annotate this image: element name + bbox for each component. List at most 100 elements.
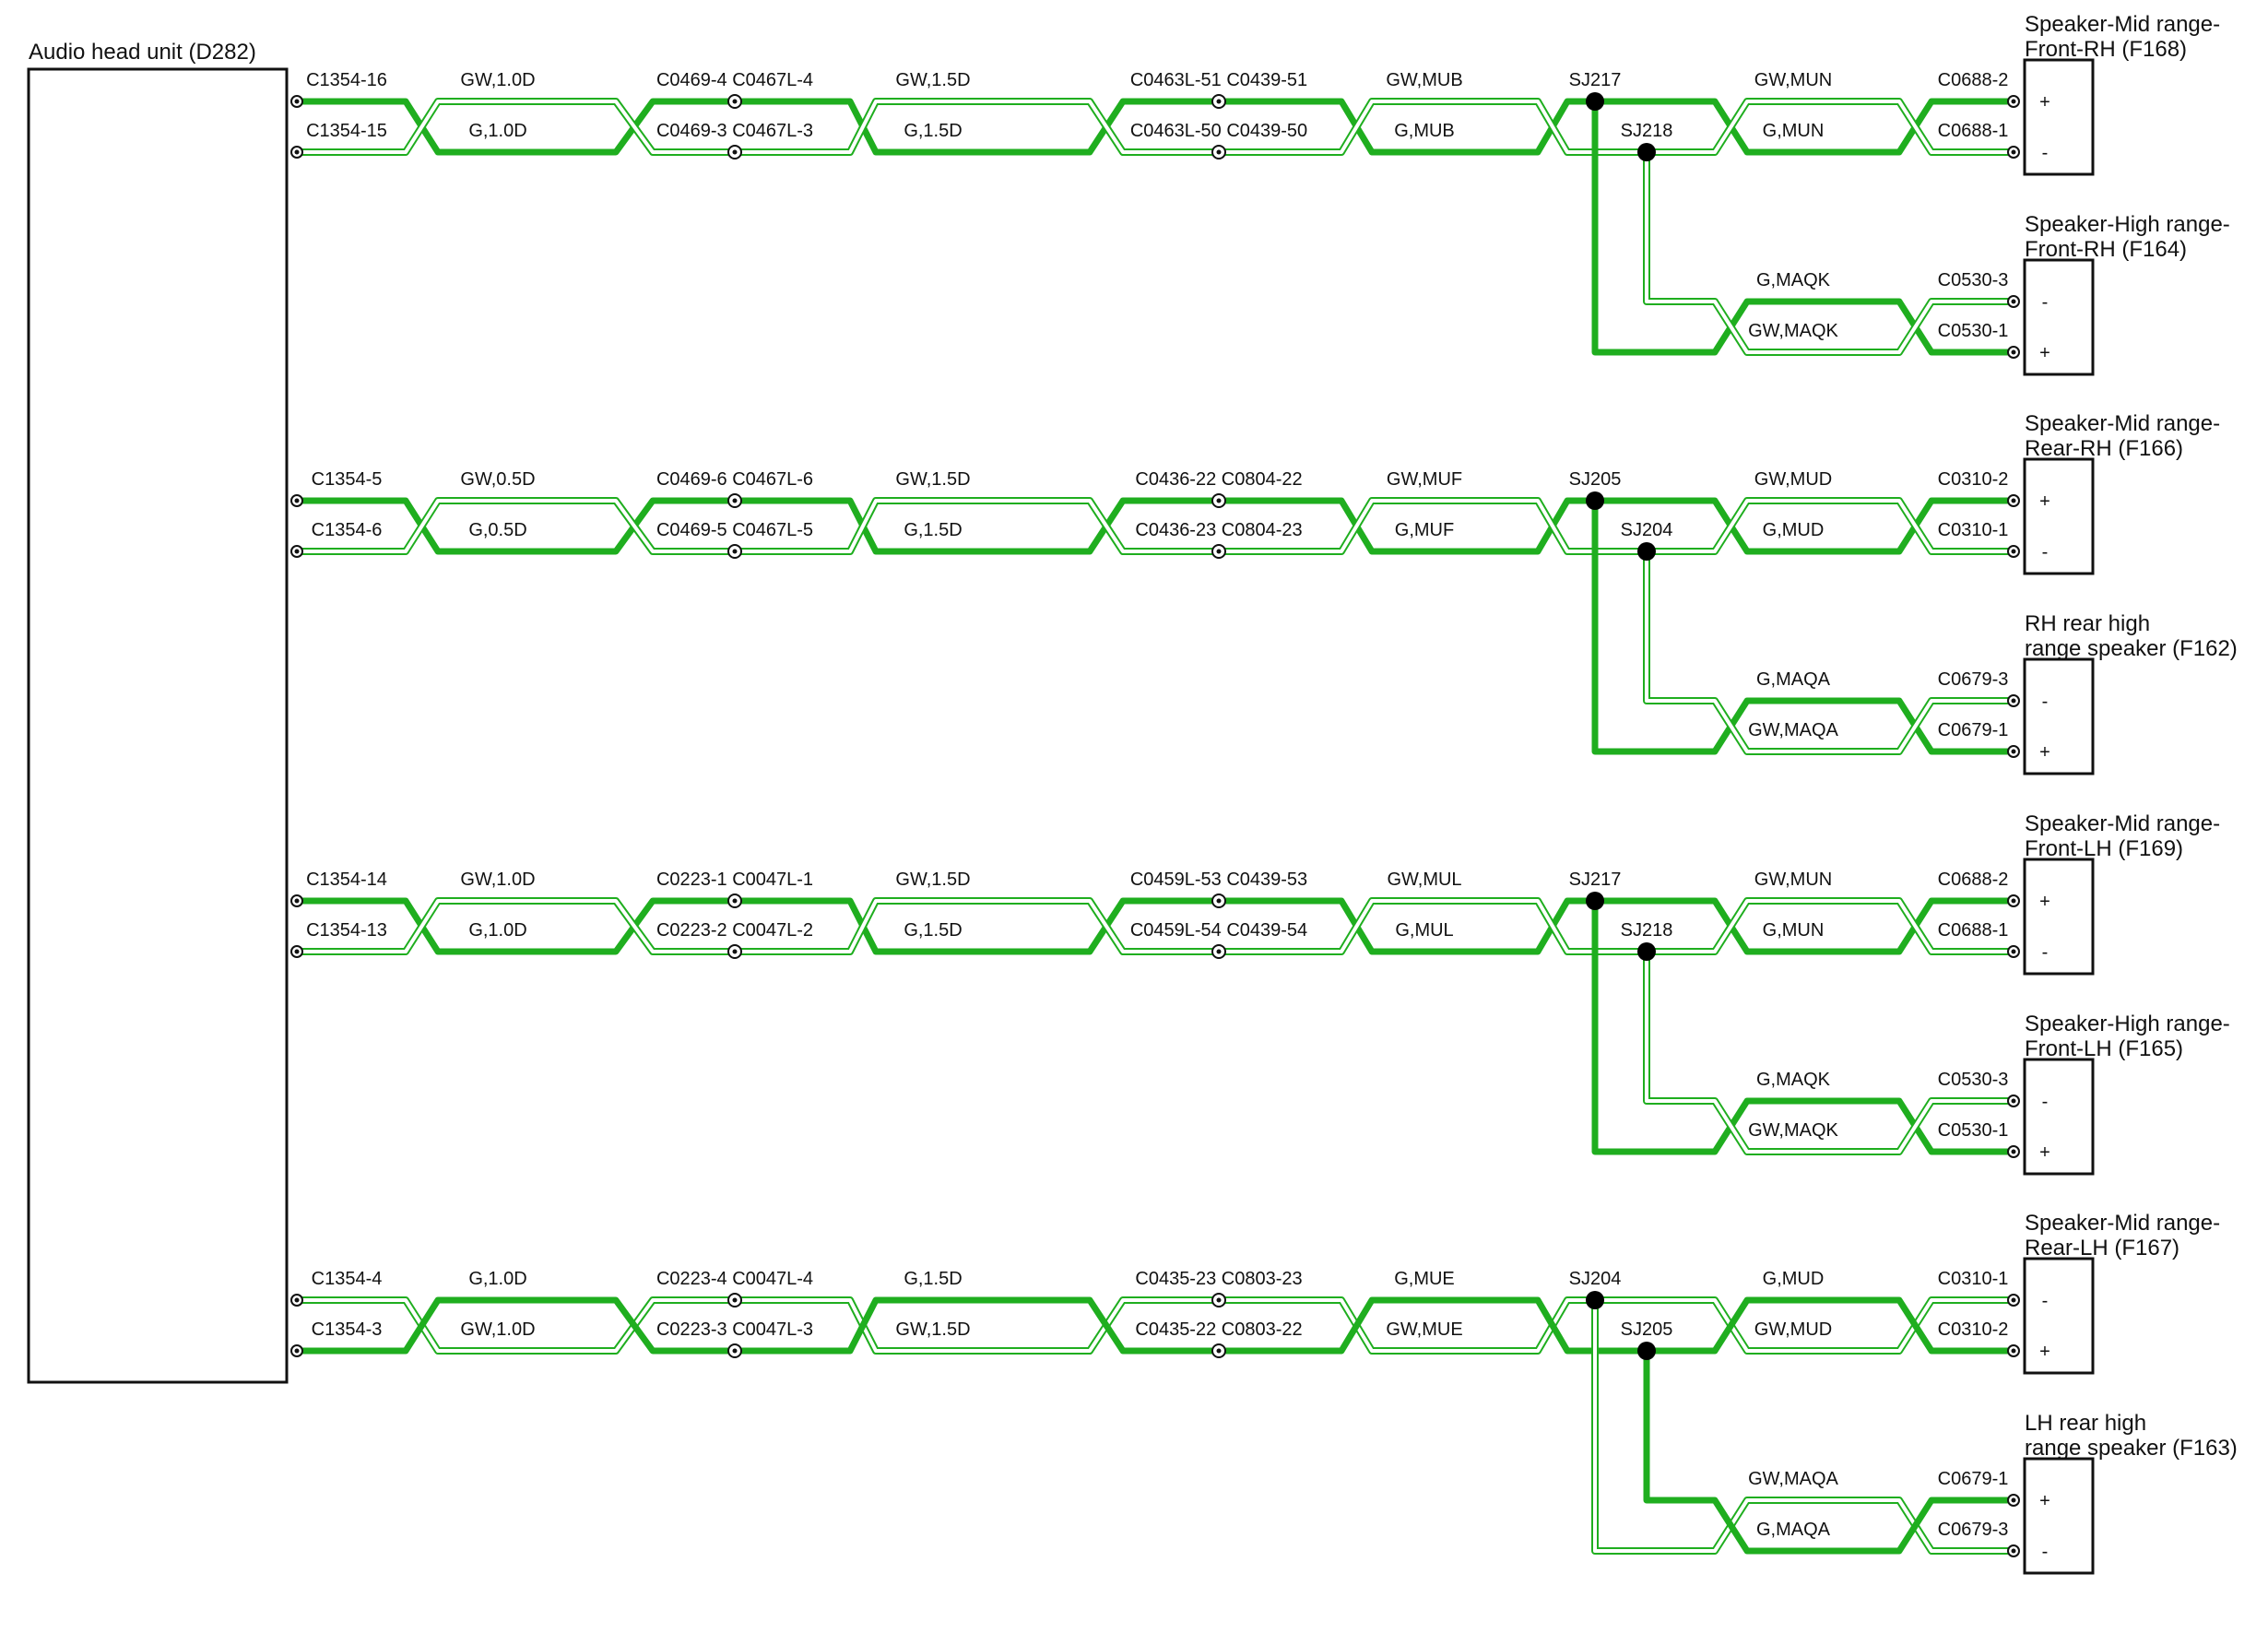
wire-label-bottom: GW,1.5D — [895, 1319, 970, 1340]
splice-point-icon — [1586, 892, 1604, 910]
inline-connector-dot-icon — [1216, 549, 1222, 554]
mid-connector-label: C0688-1 — [1938, 121, 2009, 141]
speaker-terminal-dot-icon — [2011, 149, 2016, 155]
speaker-mid-title: Speaker-Mid range- — [2025, 411, 2220, 436]
mid-connector-label: C0688-2 — [1938, 870, 2009, 890]
speaker-high-box — [2023, 657, 2095, 775]
speaker-terminal-dot-icon — [2011, 99, 2016, 104]
wire-label-top: G,MUE — [1394, 1269, 1455, 1289]
splice-label: SJ218 — [1621, 920, 1673, 941]
main-wire-b — [297, 897, 2014, 955]
wire-label-bottom: C1354-13 — [306, 920, 387, 941]
wire-label-bottom: C1354-15 — [306, 121, 387, 141]
branch-wire-1 — [1591, 1300, 2014, 1555]
mid-polarity-sign: - — [2042, 942, 2049, 963]
speaker-high-title: range speaker (F163) — [2025, 1436, 2238, 1461]
high-connector-label: C0679-1 — [1938, 720, 2009, 740]
speaker-terminal-dot-icon — [2011, 698, 2016, 704]
speaker-mid-title: Speaker-Mid range- — [2025, 1211, 2220, 1236]
wire-label-bottom: GW,MUE — [1386, 1319, 1462, 1340]
inline-connector-dot-icon — [1216, 99, 1222, 104]
mid-wire-label: G,MUD — [1763, 1269, 1825, 1289]
high-wire-label: G,MAQA — [1756, 669, 1831, 690]
mid-wire-label: GW,MUN — [1754, 870, 1832, 890]
mid-connector-label: C0688-2 — [1938, 70, 2009, 90]
audio-head-unit-title: Audio head unit (D282) — [29, 40, 256, 65]
wire-label-bottom: C0435-22 C0803-22 — [1135, 1319, 1302, 1340]
mid-connector-label: C0310-1 — [1938, 520, 2009, 540]
pin-terminal-dot-icon — [294, 1348, 300, 1354]
mid-connector-label: C0310-2 — [1938, 469, 2009, 490]
wire-label-top: C0436-22 C0804-22 — [1135, 469, 1302, 490]
pin-terminal-dot-icon — [294, 498, 300, 503]
wire-label-bottom: G,MUF — [1395, 520, 1454, 540]
high-polarity-sign: + — [2039, 1491, 2050, 1511]
branch-wire-2 — [1643, 952, 2014, 1155]
speaker-terminal-dot-icon — [2011, 1548, 2016, 1554]
splice-point-icon — [1586, 92, 1604, 111]
mid-polarity-sign: + — [2039, 892, 2050, 912]
branch-wire-2 — [1643, 152, 2014, 356]
high-polarity-sign: - — [2042, 292, 2049, 313]
wire-label-top: GW,0.5D — [460, 469, 535, 490]
high-wire-label: GW,MAQK — [1748, 321, 1838, 341]
splice-label: SJ204 — [1569, 1269, 1622, 1289]
pin-terminal-dot-icon — [294, 898, 300, 904]
speaker-high-title: range speaker (F162) — [2025, 636, 2238, 661]
branch-wire-2 — [1643, 1351, 2014, 1555]
main-wire-b — [297, 497, 2014, 555]
speaker-mid-box — [2023, 58, 2095, 176]
speaker-mid-title: Speaker-Mid range- — [2025, 811, 2220, 836]
speaker-high-title: Speaker-High range- — [2025, 212, 2230, 237]
high-polarity-sign: + — [2039, 1142, 2050, 1163]
main-wire-a — [297, 1296, 2014, 1355]
high-wire-label: G,MAQA — [1756, 1520, 1831, 1540]
pin-terminal-dot-icon — [294, 149, 300, 155]
inline-connector-dot-icon — [1216, 949, 1222, 954]
speaker-mid-box — [2023, 457, 2095, 575]
wire-label-bottom: G,1.5D — [904, 520, 962, 540]
mid-wire-label: GW,MUD — [1754, 1319, 1832, 1340]
wire-label-top: C0463L-51 C0439-51 — [1130, 70, 1307, 90]
wire-label-bottom: G,MUL — [1395, 920, 1453, 941]
mid-polarity-sign: + — [2039, 491, 2050, 512]
speaker-terminal-dot-icon — [2011, 498, 2016, 503]
wire-label-top: G,1.5D — [904, 1269, 962, 1289]
inline-connector-dot-icon — [1216, 898, 1222, 904]
inline-connector-dot-icon — [1216, 498, 1222, 503]
high-wire-label: G,MAQK — [1756, 270, 1831, 290]
speaker-mid-title: Speaker-Mid range- — [2025, 12, 2220, 37]
high-connector-label: C0679-3 — [1938, 669, 2009, 690]
splice-point-icon — [1586, 1291, 1604, 1309]
wire-label-bottom: C0469-3 C0467L-3 — [656, 121, 813, 141]
pin-terminal-dot-icon — [294, 1297, 300, 1303]
wire-label-top: GW,1.5D — [895, 469, 970, 490]
inline-connector-dot-icon — [732, 898, 738, 904]
speaker-mid-box — [2023, 1257, 2095, 1375]
wire-label-top: C1354-5 — [312, 469, 383, 490]
mid-wire-label: G,MUN — [1763, 920, 1825, 941]
mid-polarity-sign: + — [2039, 1342, 2050, 1362]
speaker-terminal-dot-icon — [2011, 1297, 2016, 1303]
wire-label-bottom: C0436-23 C0804-23 — [1135, 520, 1302, 540]
wire-label-top: GW,1.5D — [895, 870, 970, 890]
wire-label-top: GW,1.0D — [460, 870, 535, 890]
speaker-terminal-dot-icon — [2011, 1098, 2016, 1104]
speaker-mid-box — [2023, 858, 2095, 976]
high-connector-label: C0530-1 — [1938, 321, 2009, 341]
high-connector-label: C0679-1 — [1938, 1469, 2009, 1489]
inline-connector-dot-icon — [732, 498, 738, 503]
high-wire-label: GW,MAQA — [1748, 1469, 1838, 1489]
high-polarity-sign: + — [2039, 343, 2050, 363]
branch-wire-1 — [1591, 501, 2014, 755]
wire-label-bottom: C0459L-54 C0439-54 — [1130, 920, 1307, 941]
main-wire-a — [297, 897, 2014, 955]
mid-polarity-sign: - — [2042, 542, 2049, 562]
wire-label-top: C1354-14 — [306, 870, 387, 890]
splice-point-icon — [1637, 542, 1656, 561]
inline-connector-dot-icon — [732, 149, 738, 155]
main-wire-a — [297, 98, 2014, 156]
splice-point-icon — [1637, 1342, 1656, 1360]
wire-label-bottom: GW,1.0D — [460, 1319, 535, 1340]
wire-label-bottom: G,1.5D — [904, 920, 962, 941]
